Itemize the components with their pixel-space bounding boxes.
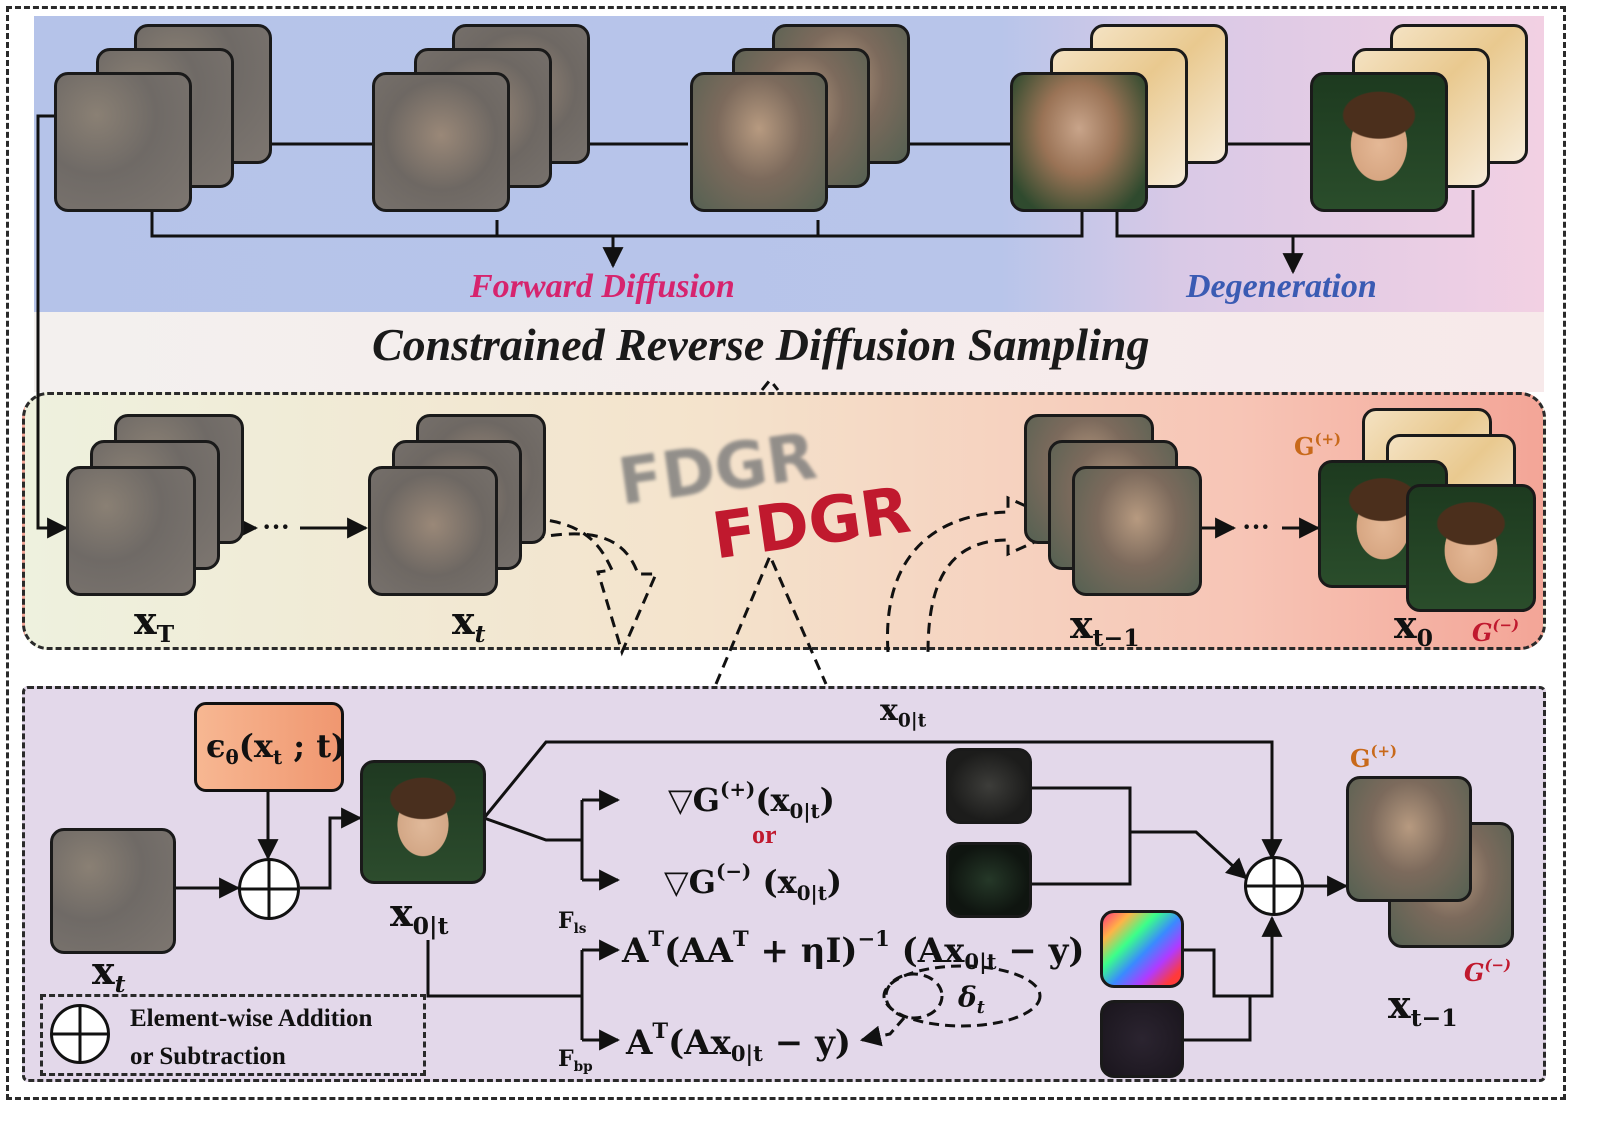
ls-formula: AT(AAT + ηI)−1 (Ax0|t − y) [622, 926, 1085, 975]
label-xt-mid: xt [452, 598, 486, 649]
bp-residual-map [1100, 1000, 1184, 1078]
main-title: Constrained Reverse Diffusion Sampling [372, 319, 1150, 370]
delta-ellipse-large [882, 964, 1042, 1028]
eps-box [194, 702, 344, 792]
callout-triangle [714, 552, 828, 685]
bottom-xt1-front [1346, 776, 1472, 902]
mid-xt1-front [1072, 466, 1202, 596]
delta-label: δt [958, 981, 985, 1019]
bottom-xt-label: xt [92, 948, 126, 999]
link-top-to-middle [36, 114, 69, 539]
title-band [34, 312, 1544, 392]
label-xt1-mid: xt−1 [1070, 602, 1140, 653]
x0t-down [426, 940, 582, 998]
bp-map-path [1184, 996, 1252, 1042]
degeneration-bracket [1115, 190, 1475, 238]
degeneration-label: Degeneration [1186, 268, 1377, 305]
mid-dots-left: ··· [262, 512, 291, 543]
curved-arrow-up [886, 495, 1074, 653]
bottom-x0t-image [360, 760, 486, 884]
gradient-map-plus [946, 748, 1032, 824]
middle-panel [22, 392, 1546, 650]
delta-ellipse-small [884, 972, 944, 1020]
top-stack-1-front [54, 72, 192, 212]
forward-bracket [150, 212, 1084, 238]
plus-to-x0t [300, 807, 363, 890]
mid-xT-front [66, 466, 196, 596]
mid-dots-right: ··· [1242, 512, 1271, 543]
forward-diffusion-label: Forward Diffusion [470, 268, 735, 305]
curved-arrow-down [495, 516, 659, 657]
bottom-xt-image [50, 828, 176, 954]
bp-formula: AT(Ax0|t − y) [626, 1018, 851, 1067]
x0t-to-grad [483, 816, 582, 842]
label-gplus-mid: G(+) [1294, 430, 1342, 462]
top-stack-5-front [1310, 72, 1448, 212]
or-label: or [752, 820, 777, 849]
ls-map-path [1184, 915, 1283, 998]
label-x0-mid: x0 [1394, 602, 1434, 653]
top-stack-2-front [372, 72, 510, 212]
fls-label: Fls [558, 908, 587, 937]
label-xT: xT [134, 598, 175, 649]
grad-plus-formula: ▽G(+)(x0|t) [668, 777, 835, 823]
top-stack-4-front [1010, 72, 1148, 212]
ls-residual-map [1100, 910, 1184, 988]
x0t-top-path [482, 740, 1283, 861]
mid-xt-front [368, 466, 498, 596]
map2-path [1032, 832, 1132, 886]
gradient-map-minus [946, 842, 1032, 918]
legend-text-2: or Subtraction [130, 1043, 286, 1070]
add-node-1 [238, 858, 300, 920]
bottom-gplus-label: G(+) [1350, 742, 1398, 774]
fbp-label: Fbp [558, 1046, 593, 1075]
legend-box [40, 994, 426, 1076]
add-node-2 [1244, 856, 1304, 916]
title-caret [760, 377, 780, 391]
bottom-x0t-label: x0|t [390, 890, 449, 941]
bottom-gminus-label: G(−) [1464, 956, 1512, 988]
mid-x0-front-b [1406, 484, 1536, 612]
x0t-top-label: x0|t [880, 693, 927, 732]
eps-label: ϵθ(xt ; t) [206, 727, 347, 769]
outer-frame [6, 6, 1566, 1100]
delta-arrow [859, 1017, 906, 1047]
grad-minus-formula: ▽G(−) (x0|t) [664, 859, 842, 905]
label-gminus-mid: G(−) [1472, 616, 1520, 648]
legend-text-1: Element-wise Addition [130, 1005, 373, 1032]
legend-plus-icon [50, 1004, 110, 1064]
map1-path [1032, 786, 1248, 880]
top-stack-3-front [690, 72, 828, 212]
bottom-xt1-label: xt−1 [1388, 982, 1458, 1033]
